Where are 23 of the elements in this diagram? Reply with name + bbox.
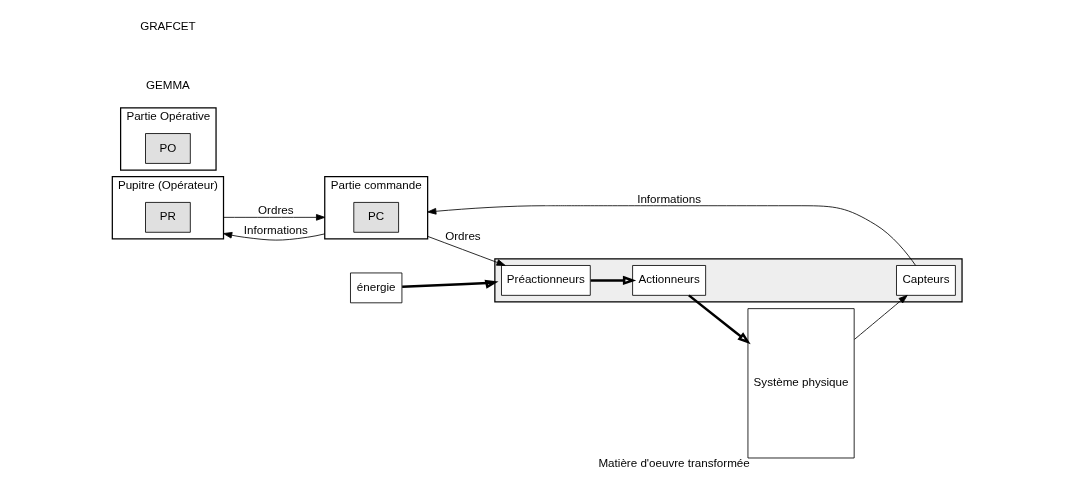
node-box: PO [144,133,191,164]
edge-label: Ordres [444,228,481,242]
node-box: Préactionneurs [500,265,591,296]
arrow [222,231,325,241]
node-box: Système physique [747,308,855,459]
arrow [853,294,908,340]
node-box: PC [352,202,399,233]
edge-label: Ordres [257,203,294,217]
arrow [401,279,499,289]
label: GEMMA [145,78,190,92]
label: GRAFCET [139,18,196,32]
arrow [590,275,636,286]
node-box: énergie [349,272,402,304]
arrow [222,214,325,221]
node-box: Capteurs [895,265,956,296]
edge-label: Informations [243,223,308,237]
arrow [426,235,506,266]
arrow [687,294,751,345]
node-box: Actionneurs [631,265,706,296]
node-label: Matière d'oeuvre transformée [597,456,750,470]
node-box: PR [144,202,191,233]
arrow [426,205,916,266]
edge-label: Informations [636,191,701,205]
